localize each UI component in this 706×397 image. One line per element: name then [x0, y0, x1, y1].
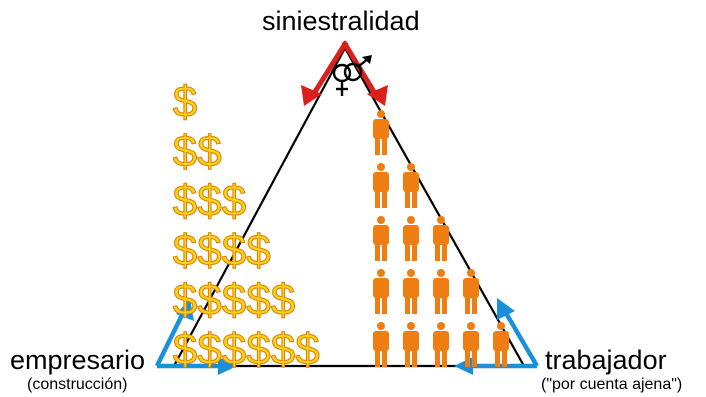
person-icon	[373, 322, 389, 367]
person-icon	[463, 322, 479, 367]
person-icon	[373, 216, 389, 261]
person-icon	[433, 216, 449, 261]
person-icon	[403, 322, 419, 367]
dollar-sign-icon: $	[271, 276, 295, 325]
dollar-sign-icon: $	[173, 127, 197, 176]
top-arrow-left	[309, 40, 349, 99]
dollar-sign-icon: $	[173, 276, 197, 325]
dollar-sign-icon: $	[197, 226, 221, 275]
money-grid: $$$$$$$$$$$$$$$$$$$$$	[172, 77, 320, 375]
dollar-sign-icon: $	[173, 325, 197, 374]
dollar-sign-icon: $	[222, 276, 246, 325]
dollar-sign-icon: $	[246, 226, 270, 275]
person-icon	[433, 269, 449, 314]
person-icon	[433, 322, 449, 367]
top-arrow-right-head	[367, 85, 388, 106]
right-sublabel: ("por cuenta ajena")	[541, 376, 683, 393]
person-icon	[373, 163, 389, 208]
person-icon	[373, 110, 389, 155]
dollar-sign-icon: $	[173, 177, 197, 226]
left-label: empresario	[10, 345, 146, 375]
gender-symbols-icon	[332, 55, 372, 96]
dollar-sign-icon: $	[222, 177, 246, 226]
person-icon	[403, 216, 419, 261]
person-icon	[463, 269, 479, 314]
dollar-sign-icon: $	[222, 325, 246, 374]
left-corner-arrows	[154, 299, 237, 375]
right-label: trabajador	[545, 345, 667, 375]
person-icon	[403, 163, 419, 208]
dollar-sign-icon: $	[222, 226, 246, 275]
triangle-outline	[172, 45, 526, 368]
dollar-sign-icon: $	[197, 127, 221, 176]
dollar-sign-icon: $	[173, 78, 197, 127]
dollar-sign-icon: $	[295, 325, 319, 374]
person-icon	[373, 269, 389, 314]
dollar-sign-icon: $	[173, 226, 197, 275]
dollar-sign-icon: $	[197, 276, 221, 325]
dollar-sign-icon: $	[197, 177, 221, 226]
top-label: siniestralidad	[262, 6, 420, 36]
dollar-sign-icon: $	[246, 325, 270, 374]
dollar-sign-icon: $	[246, 276, 270, 325]
worker-grid	[373, 110, 509, 367]
dollar-sign-icon: $	[271, 325, 295, 374]
left-sublabel: (construcción)	[27, 376, 128, 393]
person-icon	[493, 322, 509, 367]
dollar-sign-icon: $	[197, 325, 221, 374]
person-icon	[403, 269, 419, 314]
top-arrow-left-head	[301, 85, 322, 106]
